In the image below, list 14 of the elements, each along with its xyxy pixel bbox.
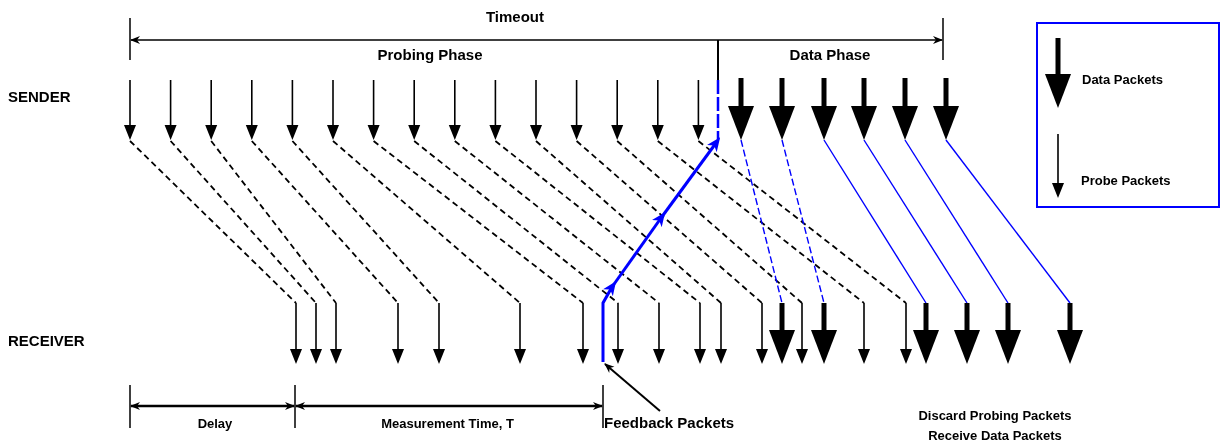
feedback-path: [601, 80, 721, 362]
text-label: RECEIVER: [8, 332, 86, 350]
text-label: Receive Data Packets: [927, 427, 1063, 445]
callout-label: Feedback Packets: [604, 414, 764, 432]
text-label: Discard Probing Packets: [917, 407, 1073, 425]
legend-label: Data Packets: [1082, 72, 1163, 88]
text-label: Data Phase: [788, 46, 872, 64]
text-label: Timeout: [484, 8, 546, 26]
legend-label: Probe Packets: [1081, 173, 1171, 189]
leader-line: [604, 363, 661, 412]
text-label: Delay: [196, 415, 234, 433]
text-label: SENDER: [8, 88, 72, 106]
text-label: Probing Phase: [376, 46, 484, 64]
text-label: Measurement Time, T: [380, 415, 515, 433]
